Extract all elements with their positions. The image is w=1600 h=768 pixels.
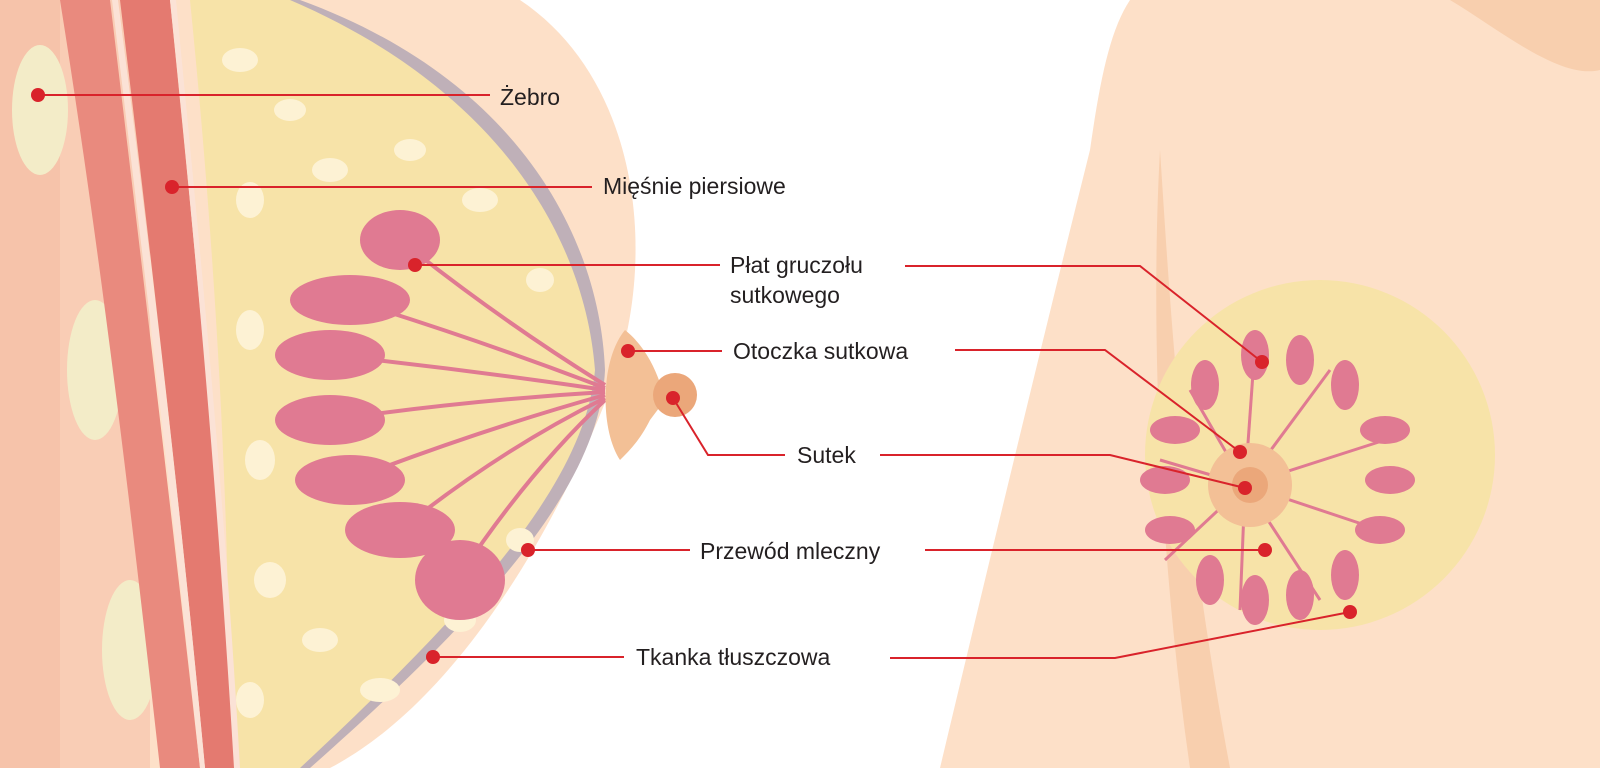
label-milk-duct: Przewód mleczny xyxy=(700,537,880,566)
label-nipple: Sutek xyxy=(797,441,856,470)
label-gland-lobe-line1: Płat gruczołu xyxy=(730,251,863,280)
rib-1 xyxy=(12,45,68,175)
frontal-view xyxy=(940,0,1600,768)
label-pectoral-muscles: Mięśnie piersiowe xyxy=(603,172,786,201)
label-gland-lobe-line2: sutkowego xyxy=(730,281,840,310)
cross-section xyxy=(0,0,697,768)
label-rib: Żebro xyxy=(500,83,560,112)
label-areola: Otoczka sutkowa xyxy=(733,337,908,366)
label-fat-tissue: Tkanka tłuszczowa xyxy=(636,643,830,672)
